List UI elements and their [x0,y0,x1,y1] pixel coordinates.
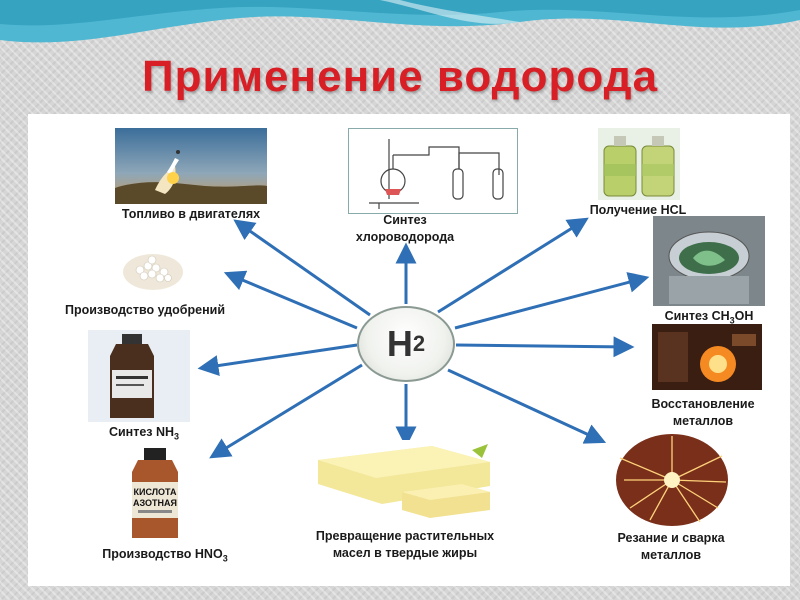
rocket-image [115,128,267,204]
nitric-acid-bottle-image: КИСЛОТА АЗОТНАЯ [120,446,190,540]
label-hcl-synth-line1: Синтез [383,213,427,227]
label-methanol-main: Синтез CH [664,309,730,323]
arrow-fuel [233,219,371,317]
nitric-label-line2: АЗОТНАЯ [133,498,177,508]
label-nitric-sub: 3 [222,553,228,564]
arrow-methanol [454,272,650,330]
label-metal-reduce: Восстановление металлов [628,396,778,430]
label-fats: Превращение растительных масел в твердые… [290,528,520,562]
label-hcl-synth: Синтез хлороводорода [330,212,480,246]
furnace-image [652,324,762,390]
label-hcl-synth-line2: хлороводорода [355,230,455,244]
arrow-hcl-get [437,217,589,314]
nitric-label-line1: КИСЛОТА [134,487,177,497]
label-cutting-line2: металлов [640,548,702,562]
label-nitric: Производство HNO3 [90,546,240,568]
hcl-bottles-image [598,128,680,200]
fertilizer-image [112,228,194,298]
arrow-fertilizer [223,270,358,330]
h2-subscript: 2 [412,331,426,356]
label-nitric-main: Производство HNO [102,547,223,561]
arrow-cutting [447,368,607,444]
label-methanol-sub: 3 [729,315,735,326]
label-fats-line1: Превращение растительных [315,529,495,543]
label-fuel: Топливо в двигателях [121,207,261,221]
label-fertilizer: Производство удобрений [64,303,226,317]
cutting-sparks-image [610,428,732,528]
h2-symbol: H [386,323,413,364]
label-methanol-tail: OH [734,309,754,323]
label-ammonia-main: Синтез NH [108,425,175,439]
arrow-metal [455,336,635,358]
label-cutting-line1: Резание и сварка [617,531,725,545]
label-metal-reduce-line1: Восстановление [651,397,755,411]
label-ammonia-sub: 3 [174,431,180,442]
lab-apparatus-image [348,128,518,214]
ammonia-bottle-image [88,330,190,422]
label-metal-reduce-line2: металлов [672,414,734,428]
header-wave [0,0,800,43]
label-ammonia: Синтез NH3 [94,424,194,446]
slide-title: Применение водорода [141,52,659,101]
butter-image [312,440,494,522]
arrow-ammonia [197,343,358,376]
label-hcl-get: Получение HCL [589,203,687,217]
label-cutting: Резание и сварка металлов [596,530,746,564]
label-fats-line2: масел в твердые жиры [332,546,478,560]
label-methanol: Синтез CH3OH [646,308,772,330]
methanol-drum-image [653,216,765,306]
arrow-nitric [209,363,363,459]
